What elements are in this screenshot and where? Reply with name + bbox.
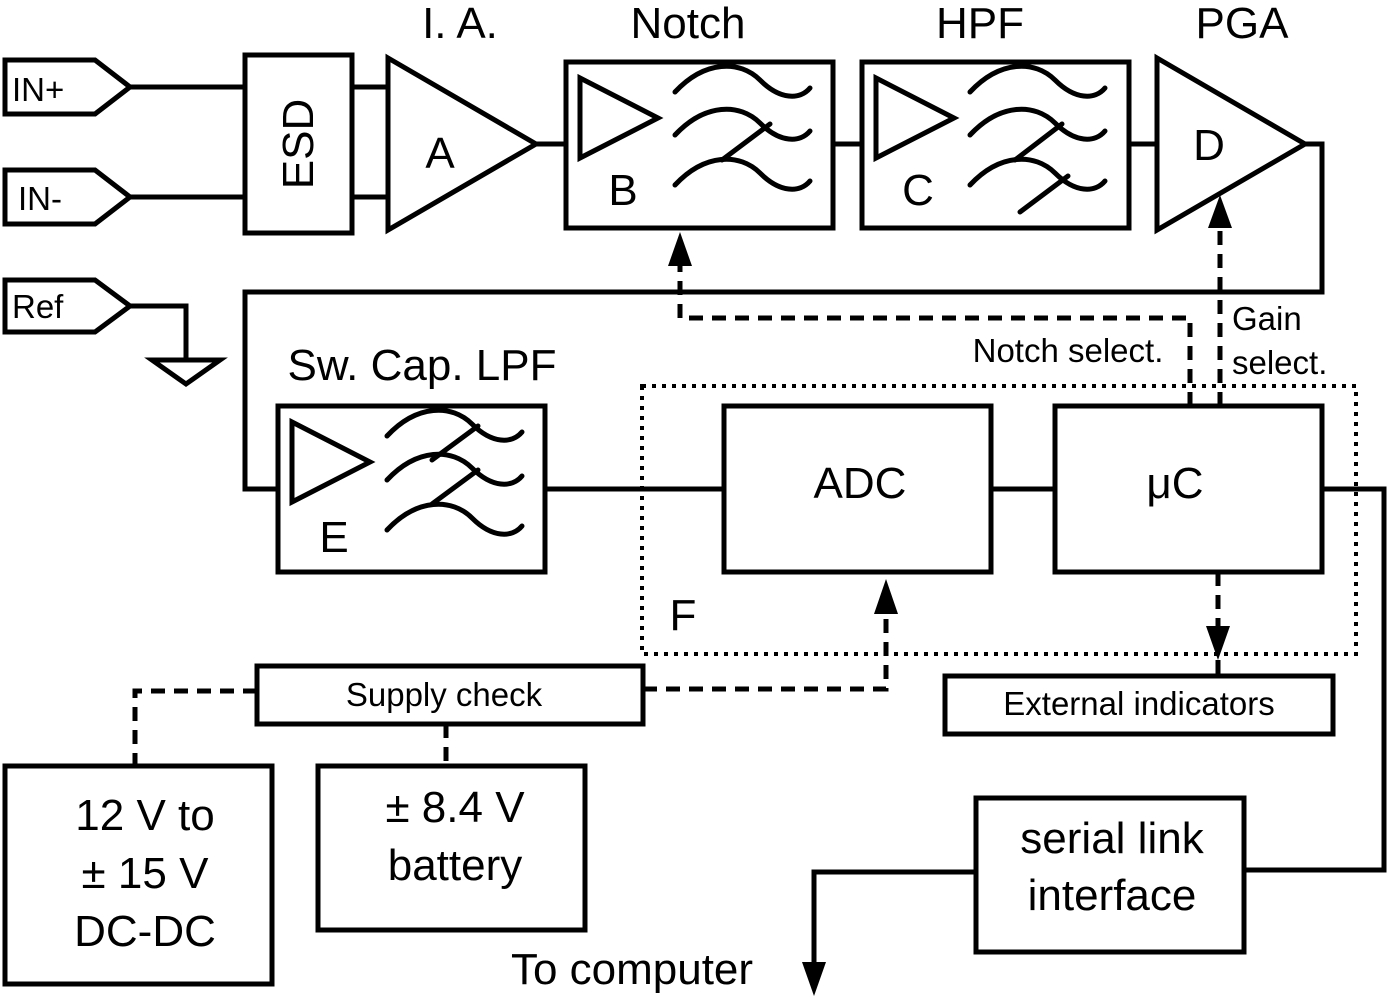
notch-select-label: Notch select. <box>973 332 1164 369</box>
ia-amplifier-icon <box>385 53 541 235</box>
lpf-filter-waves-icon <box>384 407 525 537</box>
battery-block <box>315 763 588 933</box>
in-minus-terminal: IN- <box>2 167 135 227</box>
lpf-title: Sw. Cap. LPF <box>287 341 556 390</box>
in-plus-terminal: IN+ <box>2 57 135 117</box>
esd-block <box>242 52 355 236</box>
supply-adc-arrowhead <box>874 579 898 614</box>
gain-select-label-2: select. <box>1232 344 1327 381</box>
wire-pga-lpf <box>242 141 1325 492</box>
serial-link-label-2: interface <box>1028 871 1197 920</box>
serial-link-label-1: serial link <box>1020 814 1204 863</box>
adc-label: ADC <box>814 459 907 508</box>
region-f-label: F <box>670 591 697 640</box>
dcdc-label-2: ± 15 V <box>82 849 210 898</box>
ref-label: Ref <box>12 288 64 325</box>
region-f-boundary <box>640 384 1358 656</box>
wire-uc-serial <box>1244 486 1387 873</box>
notch-filter-waves-icon <box>672 63 813 192</box>
indicator-arrowhead <box>1206 626 1230 660</box>
wire-serial-computer <box>811 869 976 966</box>
uc-label: μC <box>1146 459 1203 508</box>
uc-block <box>1052 403 1325 575</box>
serial-link-block <box>973 795 1247 955</box>
ia-letter: A <box>425 129 455 178</box>
ground-icon <box>144 357 228 388</box>
in-plus-label: IN+ <box>12 71 64 108</box>
external-indicators-label: External indicators <box>1003 685 1274 722</box>
notch-select-arrowhead <box>668 232 692 266</box>
lpf-amplifier-icon <box>289 417 376 507</box>
pga-letter: D <box>1193 121 1225 170</box>
hpf-amplifier-icon <box>873 73 960 163</box>
battery-label-2: battery <box>388 841 523 890</box>
dcdc-block <box>2 763 275 987</box>
pga-title: PGA <box>1196 0 1290 48</box>
dcdc-label-3: DC-DC <box>74 907 216 956</box>
notch-select-line <box>677 262 1193 406</box>
external-indicators-block <box>942 673 1336 737</box>
adc-block <box>721 403 994 575</box>
esd-label: ESD <box>274 99 323 189</box>
hpf-title: HPF <box>936 0 1024 48</box>
notch-letter: B <box>608 166 637 215</box>
hpf-letter: C <box>902 166 934 215</box>
gain-select-arrowhead <box>1208 195 1232 228</box>
lpf-letter: E <box>319 513 348 562</box>
hpf-filter-waves-icon <box>967 63 1108 215</box>
notch-title: Notch <box>631 0 746 48</box>
to-computer-arrowhead <box>802 962 826 996</box>
ia-title: I. A. <box>422 0 498 48</box>
gain-select-label-1: Gain <box>1232 300 1302 337</box>
supply-adc-line <box>643 614 889 692</box>
supply-dcdc-line <box>132 688 257 766</box>
in-minus-label: IN- <box>18 180 62 217</box>
pga-amplifier-icon <box>1154 53 1310 235</box>
wire-ref-ground <box>130 303 189 358</box>
ref-terminal: Ref <box>2 277 135 335</box>
notch-amplifier-icon <box>577 73 664 163</box>
battery-label-1: ± 8.4 V <box>385 783 525 832</box>
supply-check-block <box>254 663 646 727</box>
dcdc-label-1: 12 V to <box>75 791 214 840</box>
supply-check-label: Supply check <box>346 676 543 713</box>
to-computer-label: To computer <box>511 945 753 994</box>
